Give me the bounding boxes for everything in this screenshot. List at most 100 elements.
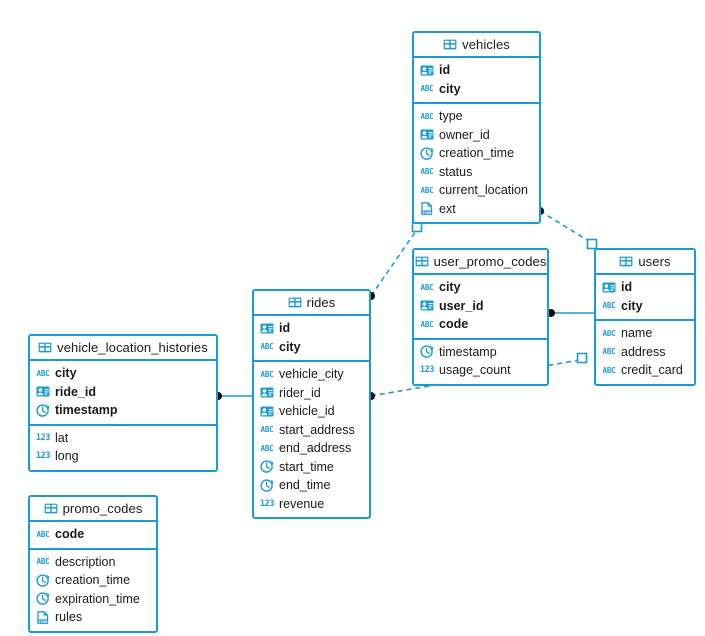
table-header-vehicles[interactable]: vehicles [414,33,539,58]
clock-icon [260,479,274,492]
table-title: vehicle_location_histories [57,340,208,355]
field-name: revenue [279,496,325,511]
field-row[interactable]: user_id [414,297,547,316]
id-badge-icon [36,385,50,398]
field-row[interactable]: ABC city [30,364,216,383]
string-type-icon: ABC [420,185,434,195]
table-title: users [638,254,671,269]
field-row[interactable]: creation_time [30,571,156,590]
id-badge-icon [260,322,274,335]
field-row[interactable]: id [414,61,539,80]
field-name: code [439,317,469,332]
field-row[interactable]: expiration_time [30,590,156,609]
clock-icon [420,147,434,160]
field-row[interactable]: timestamp [30,401,216,420]
field-row[interactable]: creation_time [414,144,539,163]
table-header-users[interactable]: users [596,250,694,275]
field-row[interactable]: id [254,319,369,338]
field-row[interactable]: vehicle_id [254,402,369,421]
field-row[interactable]: ABC type [414,107,539,126]
field-row[interactable]: timestamp [414,343,547,362]
table-header-rides[interactable]: rides [254,291,369,316]
field-row[interactable]: ABC description [30,553,156,572]
relationship-rel-upc-users[interactable] [547,309,594,317]
string-type-icon: ABC [36,557,50,566]
field-name: name [621,326,653,341]
field-name: description [55,554,116,569]
field-row[interactable]: ride_id [30,383,216,402]
field-name: id [439,63,451,78]
field-name: id [279,321,291,336]
field-name: start_time [279,459,334,474]
clock-icon [36,404,50,417]
field-name: timestamp [439,344,497,359]
field-row[interactable]: ABC current_location [414,181,539,200]
field-name: city [439,280,461,295]
string-type-icon: ABC [260,369,274,379]
string-type-icon: ABC [420,84,434,93]
field-name: type [439,109,463,124]
string-type-icon: ABC [420,111,434,121]
json-document-icon: JSON [420,202,434,215]
string-type-icon: ABC [420,282,434,292]
field-name: city [439,81,461,96]
field-row[interactable]: ABC city [414,80,539,99]
field-name: user_id [439,298,484,313]
table-header-promo_codes[interactable]: promo_codes [30,497,156,522]
field-row[interactable]: id [596,278,694,297]
field-name: expiration_time [55,591,140,606]
table-title: promo_codes [62,501,143,516]
svg-text:JSON: JSON [422,210,432,215]
field-row[interactable]: end_time [254,476,369,495]
field-row[interactable]: rider_id [254,384,369,403]
clock-icon [260,460,274,474]
table-grid-icon [44,502,58,515]
table-grid-icon [288,296,302,309]
field-name: current_location [439,183,528,198]
field-name: owner_id [439,127,490,142]
string-type-icon: ABC [420,167,434,176]
relationship-rel-rides-vlh[interactable] [214,392,252,400]
relationship-rel-vehicles-users[interactable] [536,207,598,250]
table-header-user_promo_codes[interactable]: user_promo_codes [414,250,547,275]
table-header-vehicle_location_histories[interactable]: vehicle_location_histories [30,336,216,361]
field-name: city [55,366,77,381]
field-name: city [621,298,643,313]
field-row[interactable]: owner_id [414,126,539,145]
string-type-icon: ABC [36,368,50,378]
field-row[interactable]: start_time [254,458,369,477]
field-row[interactable]: ABC city [414,278,547,297]
clock-icon [36,574,50,587]
id-badge-icon [260,386,274,399]
id-badge-icon [602,281,616,294]
